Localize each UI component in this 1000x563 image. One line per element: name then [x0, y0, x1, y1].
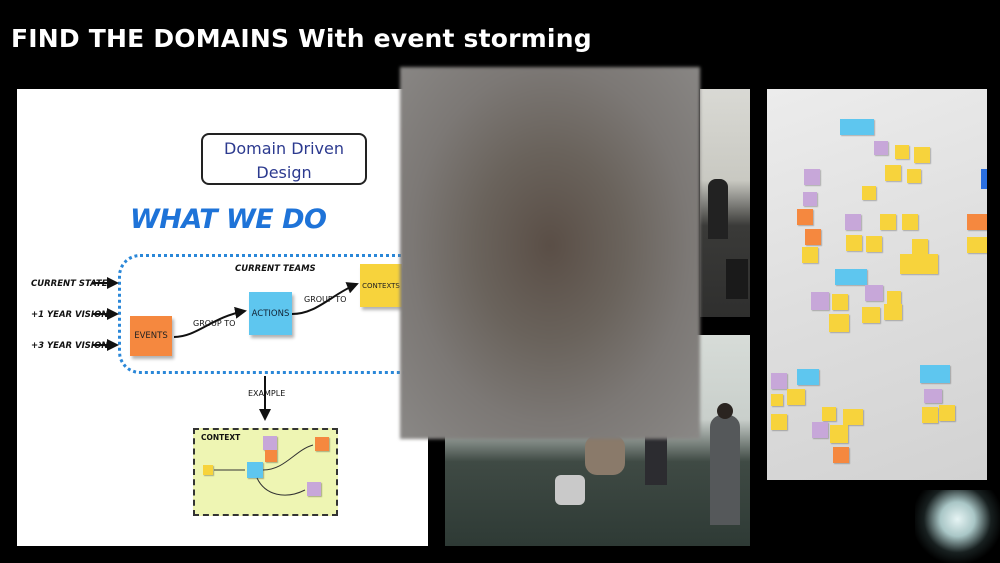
wall-note — [874, 141, 888, 155]
wall-note — [866, 236, 882, 252]
wall-note — [887, 291, 901, 305]
mini-sticky — [307, 482, 321, 496]
ddd-label-box: Domain Driven Design — [201, 133, 367, 185]
input-one-year: +1 YEAR VISION — [31, 310, 109, 320]
wall-note — [914, 147, 930, 163]
wall-note — [840, 119, 874, 135]
wall-note — [967, 237, 987, 253]
wall-note — [771, 394, 783, 406]
events-sticky: EVENTS — [130, 316, 172, 356]
blurred-photo — [400, 67, 700, 439]
mini-sticky — [265, 450, 277, 462]
wall-note — [862, 307, 880, 323]
example-label: EXAMPLE — [248, 389, 286, 398]
wall-note — [862, 186, 876, 200]
workshop-photo-room — [700, 89, 750, 317]
diagram-arrows — [92, 277, 359, 421]
input-three-year: +3 YEAR VISION — [31, 341, 109, 351]
mini-sticky — [315, 437, 329, 451]
wall-note — [924, 389, 942, 403]
wall-note — [912, 239, 928, 255]
group-to-label-2: GROUP TO — [304, 295, 347, 304]
wall-note — [845, 214, 861, 230]
context-example-box: CONTEXT — [193, 428, 338, 516]
wall-note — [884, 304, 902, 320]
wall-note — [920, 365, 950, 383]
wall-note — [822, 407, 836, 421]
wall-note — [835, 269, 867, 285]
wall-note — [846, 235, 862, 251]
wall-note — [900, 254, 938, 274]
current-teams-label: CURRENT TEAMS — [235, 264, 316, 274]
wall-note — [832, 294, 848, 310]
wall-note — [939, 405, 955, 421]
event-storming-diagram: Domain Driven Design WHAT WE DO CURRENT … — [17, 89, 428, 546]
wall-note — [902, 214, 918, 230]
wall-note — [895, 145, 909, 159]
actions-sticky: ACTIONS — [249, 292, 292, 335]
wall-note — [797, 369, 819, 385]
wall-note — [771, 414, 787, 430]
wall-note — [829, 314, 849, 332]
wall-note — [880, 214, 896, 230]
wall-note — [967, 214, 987, 230]
slide-title: FIND THE DOMAINS With event storming — [11, 24, 592, 53]
sticky-wall-photo — [767, 89, 987, 480]
mini-sticky — [203, 465, 213, 475]
wall-note — [787, 389, 805, 405]
mini-sticky — [263, 436, 277, 450]
wall-note — [771, 373, 787, 389]
wall-note — [797, 209, 813, 225]
wall-note — [833, 447, 849, 463]
context-mini-arrows — [214, 444, 314, 496]
corner-glow — [915, 490, 1000, 563]
wall-note — [803, 192, 817, 206]
mini-sticky — [247, 462, 263, 478]
group-to-label-1: GROUP TO — [193, 319, 236, 328]
context-box-label: CONTEXT — [201, 433, 241, 442]
what-we-do-heading: WHAT WE DO — [130, 204, 327, 235]
wall-note — [865, 285, 883, 301]
wall-note — [812, 422, 828, 438]
wall-note — [802, 247, 818, 263]
wall-note — [843, 409, 863, 425]
contexts-sticky: CONTEXTS — [360, 264, 402, 307]
teams-dotted-frame — [118, 254, 428, 374]
input-current-state: CURRENT STATE — [31, 279, 108, 289]
wall-note — [830, 425, 848, 443]
wall-note — [907, 169, 921, 183]
wall-note — [804, 169, 820, 185]
wall-note — [922, 407, 938, 423]
wall-note — [811, 292, 829, 310]
wall-note — [805, 229, 821, 245]
wall-note — [885, 165, 901, 181]
wall-edge-marker — [981, 169, 987, 189]
